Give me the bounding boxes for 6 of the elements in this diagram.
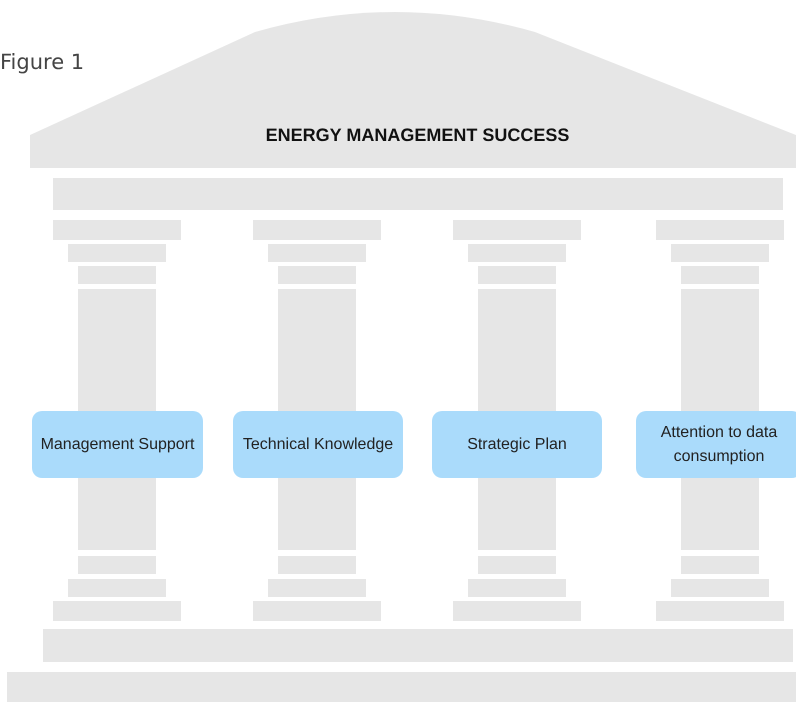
pillar-label: Management Support xyxy=(32,411,203,478)
pillar-label: Strategic Plan xyxy=(432,411,602,478)
pillar-label: Attention to data consumption xyxy=(636,411,796,478)
figure-label: Figure 1 xyxy=(0,50,84,74)
roof-title: ENERGY MANAGEMENT SUCCESS xyxy=(266,125,570,146)
pillar-label: Technical Knowledge xyxy=(233,411,403,478)
